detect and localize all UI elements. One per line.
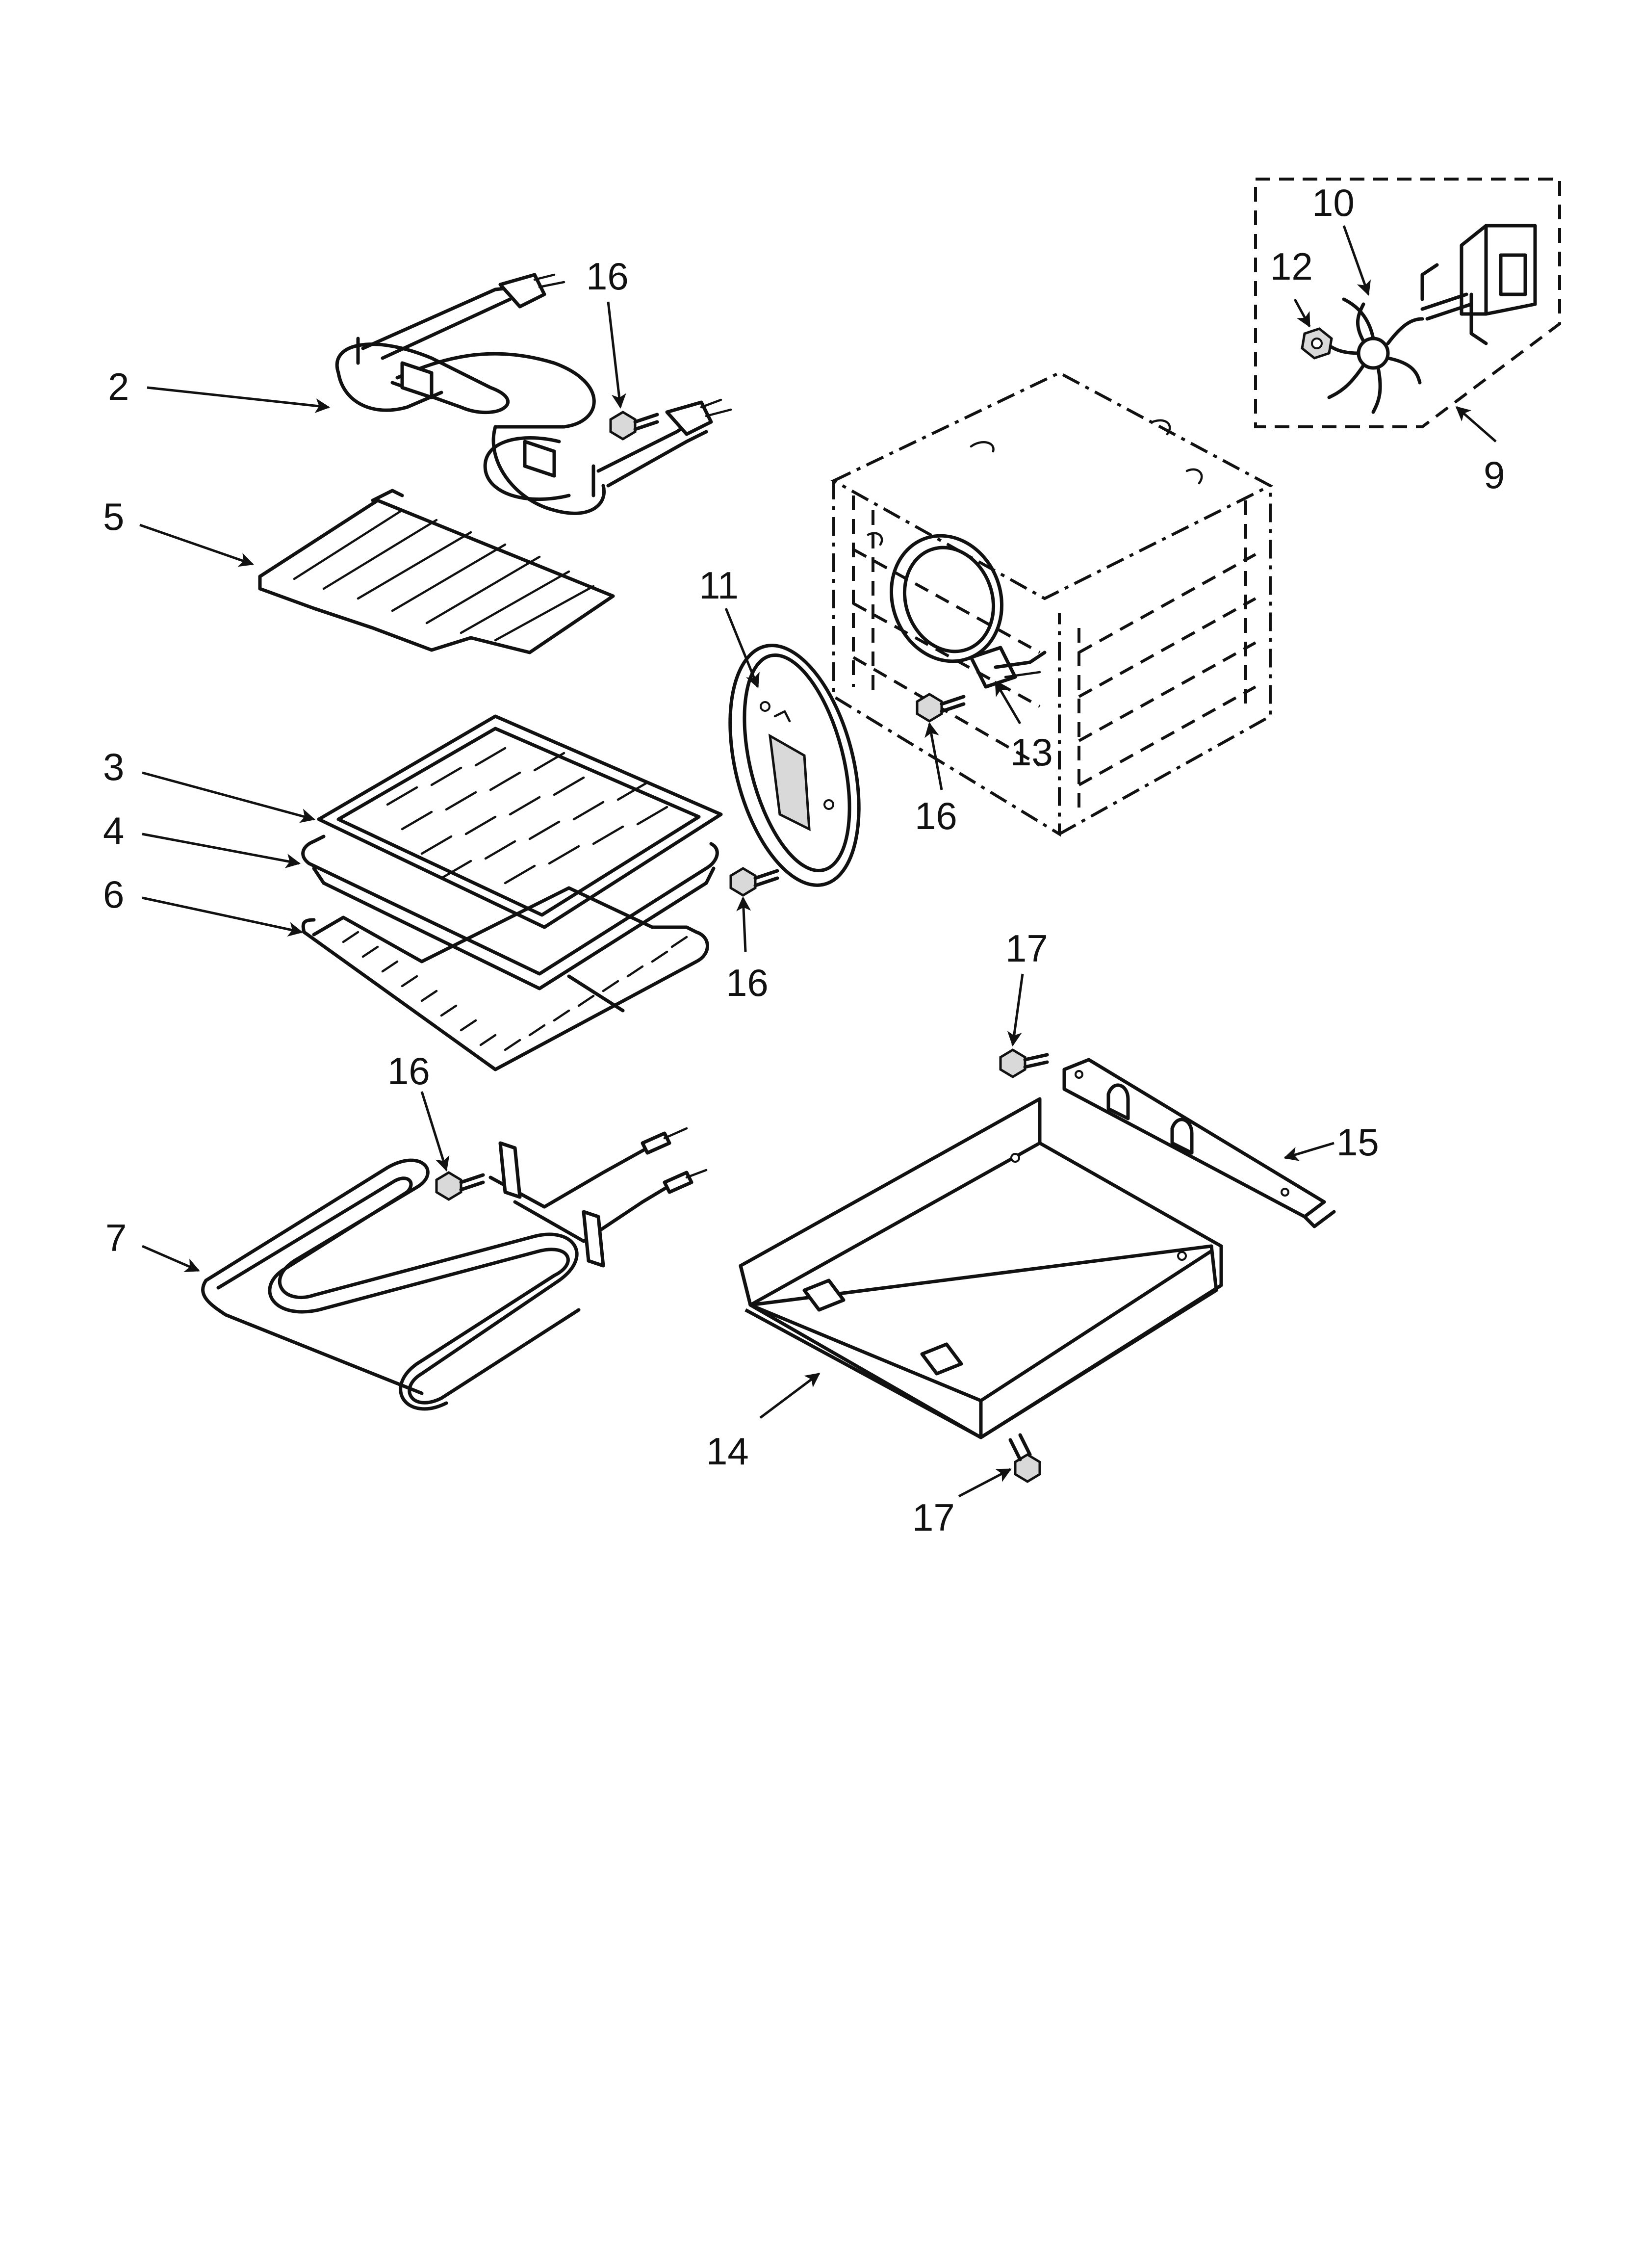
callout-6: 6 [103,873,124,916]
broiler-grid-part [317,714,723,929]
callout-15: 15 [1336,1121,1379,1164]
callout-16-baffle: 16 [726,961,769,1004]
fan-blade-part [1317,297,1424,414]
fan-baffle-part [728,644,861,887]
convection-fan-assembly [1254,178,1561,428]
callout-17-bottom: 17 [912,1496,955,1539]
leader-lines [139,225,1497,1498]
callout-17-top: 17 [1005,927,1048,970]
callout-4: 4 [103,809,124,852]
broiler-pan-part [301,834,719,991]
oven-cavity-reference [830,371,1274,837]
rear-bracket-part [1062,1058,1336,1228]
callout-2: 2 [108,365,129,408]
callout-14: 14 [706,1430,749,1473]
oven-rack-part [301,886,709,1071]
callout-5: 5 [103,495,124,538]
callout-16-top: 16 [586,255,629,298]
screw-16-baffle [729,867,779,897]
convection-element-part [889,534,1047,689]
screw-16-bake [435,1171,485,1201]
broil-element-part [335,273,732,515]
screw-16-cavity [916,693,966,723]
callout-16-bake: 16 [387,1049,430,1093]
callout-7: 7 [105,1216,127,1259]
callout-labels: 2 5 3 4 6 7 9 10 11 12 13 14 15 16 16 16… [103,181,1505,1539]
bottom-panel-part [739,1097,1223,1439]
callout-9: 9 [1484,453,1505,496]
screw-17-bottom [1008,1433,1041,1483]
callout-12: 12 [1270,245,1313,288]
callout-16-cavity: 16 [915,794,957,837]
callout-13: 13 [1010,730,1053,774]
screw-16-top [609,411,659,441]
callout-3: 3 [103,745,124,788]
fan-motor-part [1420,224,1537,345]
nut-part [1301,327,1333,360]
bake-element-part [201,1127,708,1411]
broil-shield-part [258,489,615,654]
callout-10: 10 [1312,181,1355,224]
screw-17-top [999,1048,1049,1078]
screws [435,411,1049,1483]
callout-11: 11 [699,564,739,607]
